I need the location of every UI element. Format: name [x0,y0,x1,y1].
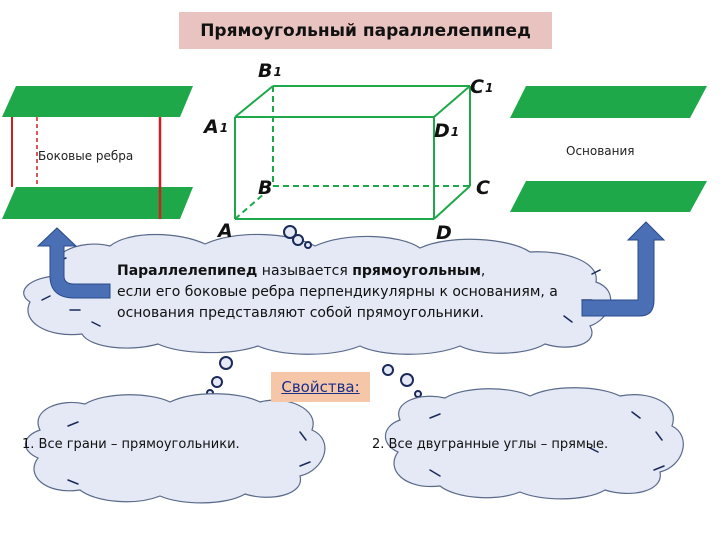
arrows [36,221,666,317]
right-arrow [581,221,666,317]
vertex-label-C1: C1 [470,76,493,98]
vertex-label-B: B [258,177,273,199]
dash-8 [67,421,79,427]
properties-heading-text: Свойства: [281,378,360,396]
vertex-label-D: D [436,222,452,244]
vertex-D1-index: 1 [450,125,460,139]
left-bottom-base [2,187,193,219]
left-prism-illustration [2,86,193,219]
dash-4 [91,321,101,327]
bubble-top-3 [304,241,312,249]
bases-label: Основания [566,144,635,158]
definition-term: Параллелепипед [117,263,258,279]
vertex-label-C: C [476,177,490,199]
property-1: 1. Все грани – прямоугольники. [22,437,240,452]
left-arrow [36,227,111,299]
definition-text: Параллелепипед называется прямоугольным,… [117,261,587,324]
bubble-top-1 [283,225,297,239]
bubble-left-1 [219,356,233,370]
bubble-top-2 [292,234,304,246]
property-2: 2. Все двугранные углы – прямые. [372,437,609,452]
vertex-label-A: A [218,220,233,242]
vertex-A1-index: 1 [219,121,229,135]
page-title: Прямоугольный параллелепипед [179,12,552,49]
thought-bubbles [206,225,422,398]
definition-rest1: , [480,263,486,279]
property-cloud-2 [384,387,684,500]
dash-5 [591,269,601,275]
dash-14 [655,431,663,441]
right-top-base [510,86,707,118]
definition-term2: прямоугольным [352,263,481,279]
left-top-base [2,86,193,117]
dash-7 [563,315,573,323]
vertex-D1-letter: D [434,120,450,142]
dash-9 [299,431,307,441]
definition-cloud [23,233,612,355]
vertex-B1-index: 1 [273,65,282,79]
vertex-C1-letter: C [470,76,484,98]
box-drawing [234,85,471,220]
dash-13 [631,411,641,419]
definition-line2: если его боковые ребра перпендикулярны к… [117,284,558,300]
dash-11 [67,479,79,485]
dash-10 [299,461,311,467]
edge-D-C [433,185,471,220]
definition-line3: основания представляют собой прямоугольн… [117,305,484,321]
side-edges-label: Боковые ребра [38,149,134,163]
dash-2 [41,295,51,301]
dash-16 [429,469,441,477]
edge-A-B-hidden [234,185,274,220]
property-clouds [24,387,684,504]
dash-12 [429,413,441,419]
cloud-shape [23,233,612,355]
edge-C1-D1 [433,85,471,118]
page-title-text: Прямоугольный параллелепипед [200,20,531,41]
properties-heading: Свойства: [271,372,370,402]
right-bases-illustration [510,86,707,212]
bubble-right-3 [414,390,422,398]
bubble-left-2 [211,376,223,388]
vertex-label-B1: B1 [258,60,282,82]
dash-15 [653,465,665,471]
vertex-label-D1: D1 [434,120,459,142]
dash-17 [589,447,599,453]
vertex-A1-letter: A [204,116,219,138]
bubble-right-1 [382,364,394,376]
vertex-label-A1: A1 [204,116,228,138]
vertex-B1-letter: B [258,60,273,82]
property-cloud-1 [24,393,326,504]
edge-A1-B1 [234,85,274,118]
definition-mid: называется [257,263,353,279]
vertex-C1-index: 1 [484,81,494,95]
right-bottom-base [510,181,707,212]
bubble-right-2 [400,373,414,387]
